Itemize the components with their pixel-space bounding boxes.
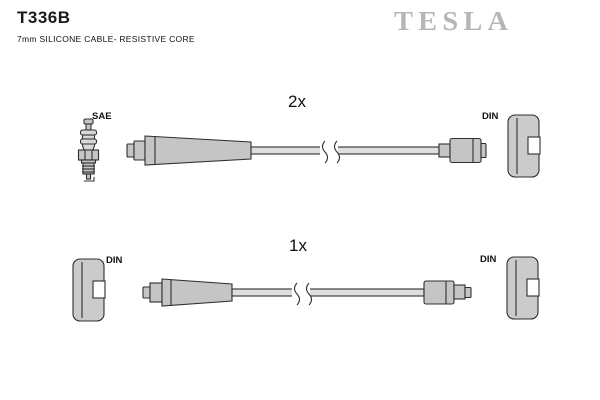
part-number: T336B — [17, 8, 71, 27]
sae-boot-connector — [126, 135, 252, 166]
cable-spec-text: 7mm SILICONE CABLE- RESISTIVE CORE — [17, 34, 195, 44]
din-plug-connector-top — [438, 137, 487, 164]
cable-bottom — [231, 282, 425, 306]
tesla-logo: TESLA — [394, 6, 514, 36]
din-cap-icon-bottom-right — [506, 256, 540, 320]
din-connector-label-bottom-right: DIN — [480, 254, 497, 265]
din-connector-label-bottom-left: DIN — [106, 255, 123, 266]
din-connector-label-top-right: DIN — [482, 111, 499, 122]
quantity-label-bottom: 1x — [289, 236, 307, 255]
din-cap-icon-top-right — [507, 114, 541, 178]
spark-plug-icon — [77, 118, 100, 182]
quantity-label-top: 2x — [288, 92, 306, 111]
sae-connector-label: SAE — [92, 111, 112, 122]
din-plug-connector-bottom-left — [142, 278, 233, 307]
cable-top — [250, 140, 440, 164]
din-cap-icon-bottom-left — [72, 258, 106, 322]
din-plug-connector-bottom-right — [423, 280, 472, 305]
